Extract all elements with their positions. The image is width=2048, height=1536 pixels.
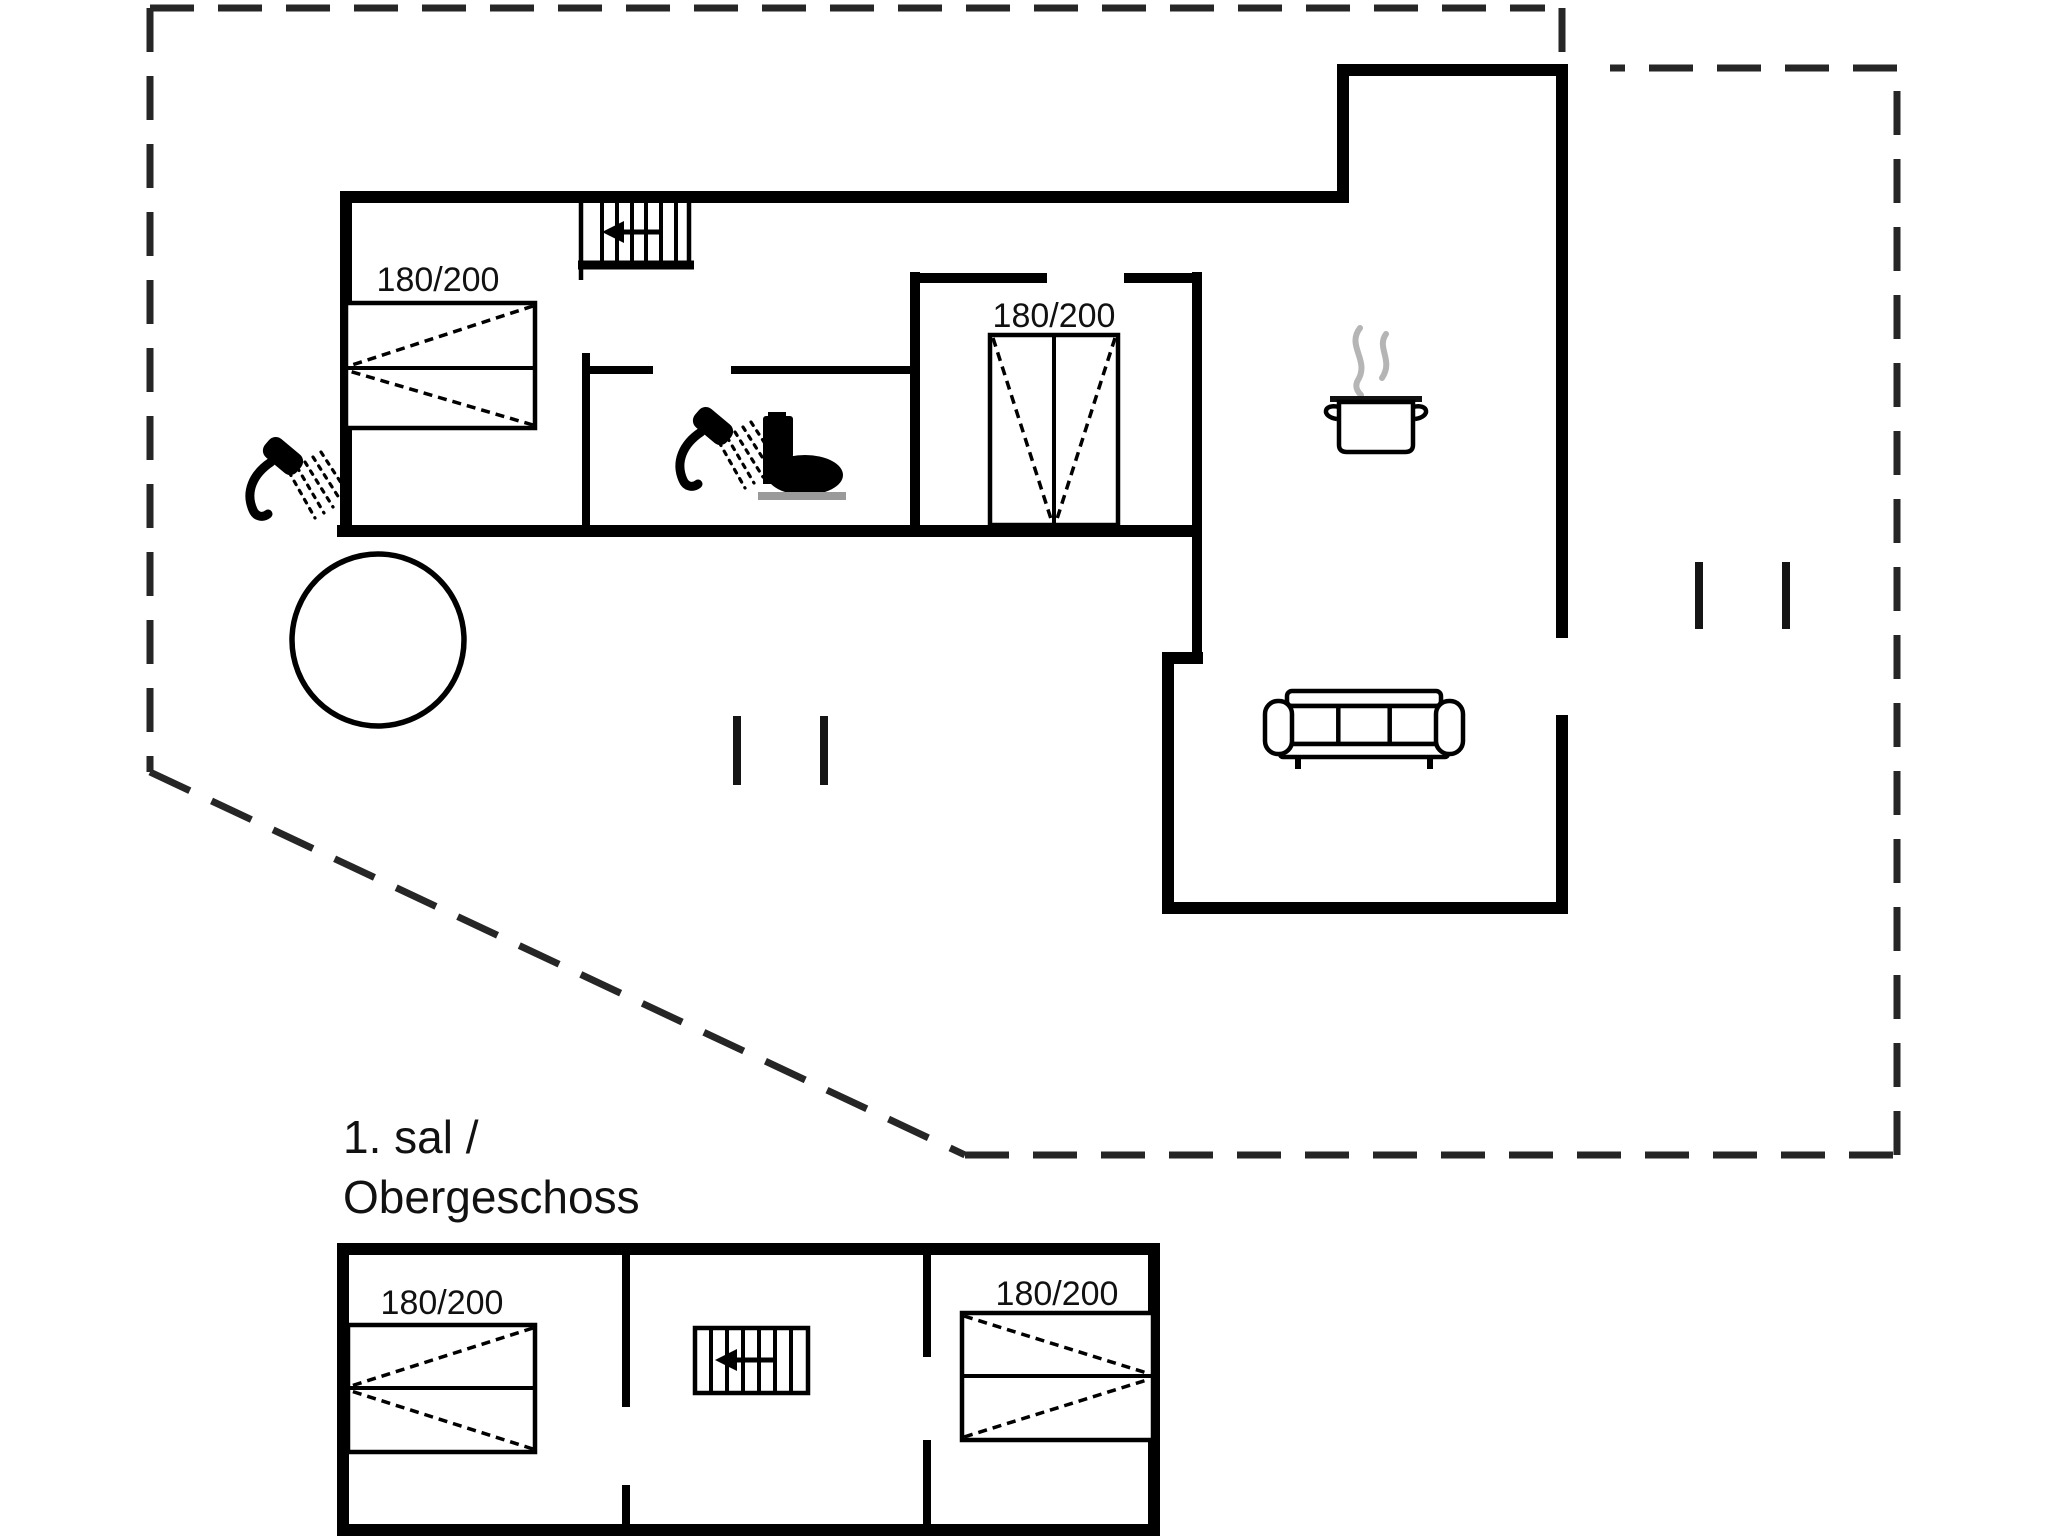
bed-size-label: 180/200 [993, 297, 1116, 335]
outdoor-shower-icon [250, 433, 349, 518]
window-tick-icon [1695, 562, 1703, 629]
sofa-icon [1262, 688, 1466, 769]
bed-double-upper-left [345, 1322, 538, 1455]
window-tick-icon [820, 716, 828, 785]
staircase [578, 197, 694, 280]
upper-floor-plan: 1. sal / Obergeschoss 180/200 [337, 1111, 1160, 1536]
hot-tub-icon [289, 551, 467, 729]
floor-title-line2: Obergeschoss [343, 1171, 640, 1223]
upper-staircase [692, 1325, 811, 1396]
steam-icon [1379, 331, 1390, 381]
window-marks [733, 562, 1790, 785]
bed-double-middle [987, 332, 1121, 528]
bed-double-upper-right [959, 1310, 1156, 1443]
cooking-pot-icon [1323, 325, 1429, 455]
floor-title-line1: 1. sal / [343, 1111, 479, 1163]
site-boundary [146, 4, 1901, 1159]
interior-walls [582, 272, 1200, 531]
boundary-diagonal [148, 768, 967, 1159]
exterior-walls [337, 64, 1568, 914]
bed-double-left [343, 300, 538, 431]
bed-size-label: 180/200 [377, 261, 500, 299]
steam-icon [1352, 325, 1365, 398]
window-tick-icon [733, 716, 741, 785]
stairs-direction-arrow-icon [602, 221, 660, 243]
toilet-icon [758, 412, 846, 500]
ground-floor-plan: 180/200 180/200 [250, 64, 1790, 914]
upper-interior-walls [622, 1255, 931, 1526]
upper-exterior-walls [337, 1243, 1160, 1536]
bed-size-label: 180/200 [381, 1284, 504, 1322]
bed-size-label: 180/200 [996, 1275, 1119, 1313]
stairs-direction-arrow-icon [715, 1349, 777, 1371]
window-tick-icon [1782, 562, 1790, 629]
